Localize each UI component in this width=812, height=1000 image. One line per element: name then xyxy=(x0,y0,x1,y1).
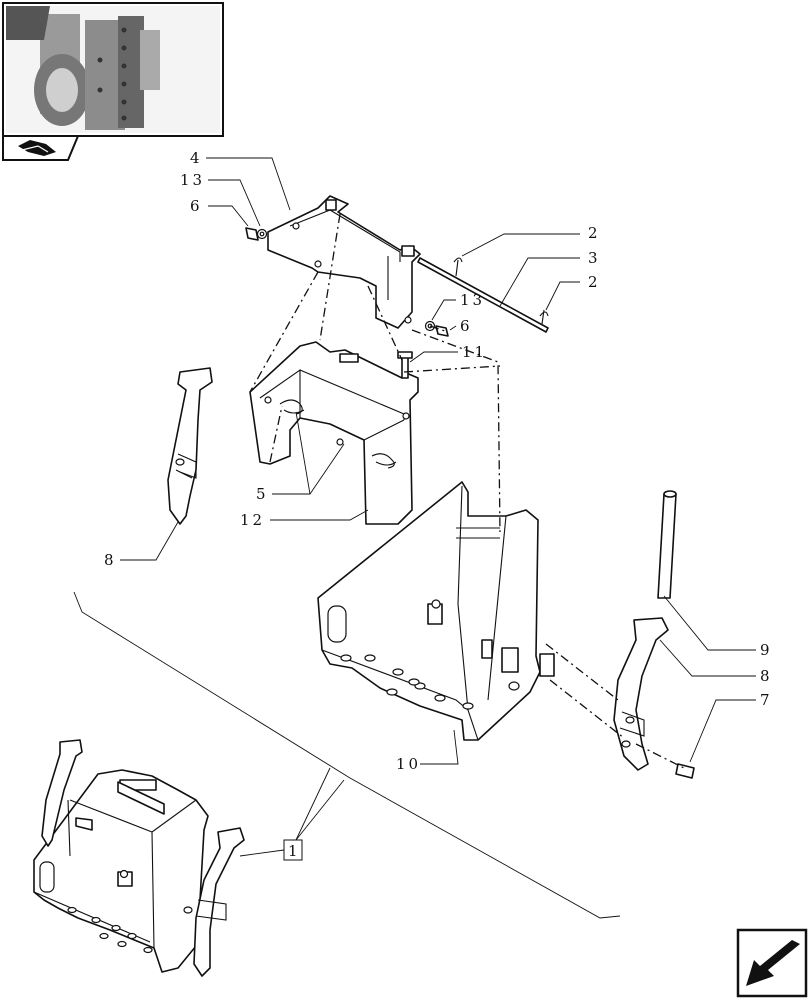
assembly-lines xyxy=(249,213,685,769)
label-11: 11 xyxy=(462,343,487,361)
label-10: 10 xyxy=(396,755,421,773)
part-8-curved-arm-left xyxy=(167,367,213,525)
label-8-left: 8 xyxy=(104,551,117,569)
part-13-washer-top xyxy=(256,228,268,240)
label-12: 12 xyxy=(240,511,265,529)
part-6-screw-right xyxy=(435,325,449,337)
callouts: 4 13 6 2 3 2 13 6 11 5 12 8 xyxy=(104,149,773,861)
part-5-clip-right xyxy=(336,438,397,469)
part-2-pin-bottom xyxy=(539,309,549,325)
part-8-curved-arm-right xyxy=(613,617,669,771)
part-11-bolt xyxy=(397,351,413,379)
label-2-bottom: 2 xyxy=(588,273,601,291)
part-5-clip-left xyxy=(279,399,305,415)
assembled-view xyxy=(33,739,245,977)
arrow-back-icon[interactable] xyxy=(736,928,808,998)
locator-thumbnail[interactable] xyxy=(2,2,224,137)
part-3-rod xyxy=(417,257,549,333)
label-13-top: 13 xyxy=(180,171,205,189)
label-6-top: 6 xyxy=(190,197,203,215)
part-2-pin-top xyxy=(453,257,463,277)
view-boundary xyxy=(73,591,621,919)
label-8-right: 8 xyxy=(760,667,773,685)
label-2-top: 2 xyxy=(588,224,601,242)
part-7-pin xyxy=(675,763,695,779)
part-9-rod xyxy=(657,490,677,599)
part-10-main-frame xyxy=(317,481,555,741)
label-3: 3 xyxy=(588,249,601,267)
part-4-upper-bracket xyxy=(267,195,421,329)
label-5: 5 xyxy=(256,485,269,503)
book-arrow-icon[interactable] xyxy=(2,135,80,161)
label-6-right: 6 xyxy=(460,317,473,335)
label-13-right: 13 xyxy=(460,291,485,309)
label-4: 4 xyxy=(190,149,203,167)
label-1: 1 xyxy=(288,842,301,860)
part-6-screw-top xyxy=(245,227,259,241)
label-7: 7 xyxy=(760,691,773,709)
label-9: 9 xyxy=(760,641,773,659)
part-12-support-bracket xyxy=(249,341,419,525)
